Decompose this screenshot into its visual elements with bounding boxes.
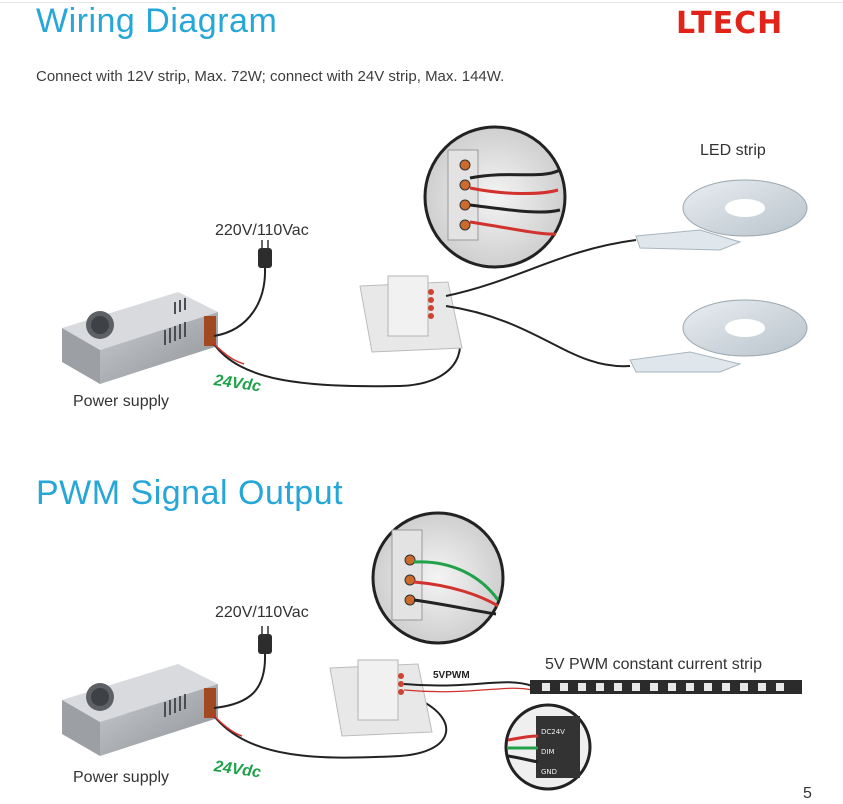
led-strip-label: LED strip xyxy=(700,142,766,159)
terminal-label-dim: DIM xyxy=(541,748,555,756)
ac-plug-2 xyxy=(258,626,272,654)
pwm-section-title: PWM Signal Output xyxy=(36,474,344,512)
power-supply-unit-1 xyxy=(62,292,218,384)
terminal-zoom-2 xyxy=(371,511,505,645)
strip-terminal-labels: DC24V DIM GND xyxy=(541,722,565,782)
strip-terminal-zoom xyxy=(504,703,592,791)
power-supply-unit-2 xyxy=(62,664,218,756)
led-strip-reel-1 xyxy=(635,179,808,251)
ac-plug-1 xyxy=(258,240,272,268)
terminal-zoom-1 xyxy=(423,125,567,269)
pwm-ac-input-label: 220V/110Vac xyxy=(215,604,309,621)
terminal-label-gnd: GND xyxy=(541,768,558,776)
controller-unit-1 xyxy=(359,275,463,353)
page-number: 5 xyxy=(803,785,812,802)
page-title: Wiring Diagram xyxy=(36,2,278,40)
power-spec-note: Connect with 12V strip, Max. 72W; connec… xyxy=(36,68,505,85)
power-supply-label: Power supply xyxy=(73,393,170,410)
terminal-label-dc24v: DC24V xyxy=(541,728,565,736)
ac-input-label: 220V/110Vac xyxy=(215,222,309,239)
pwm-strip-label: 5V PWM constant current strip xyxy=(545,656,762,673)
pwm-led-strip xyxy=(530,680,802,694)
brand-logo: LTECH xyxy=(676,6,784,41)
controller-unit-2 xyxy=(329,659,433,737)
pwm-signal-label: 5VPWM xyxy=(433,670,470,681)
header-rule xyxy=(0,2,843,3)
pwm-power-supply-label: Power supply xyxy=(73,769,170,786)
led-strip-reel-2 xyxy=(629,299,808,373)
